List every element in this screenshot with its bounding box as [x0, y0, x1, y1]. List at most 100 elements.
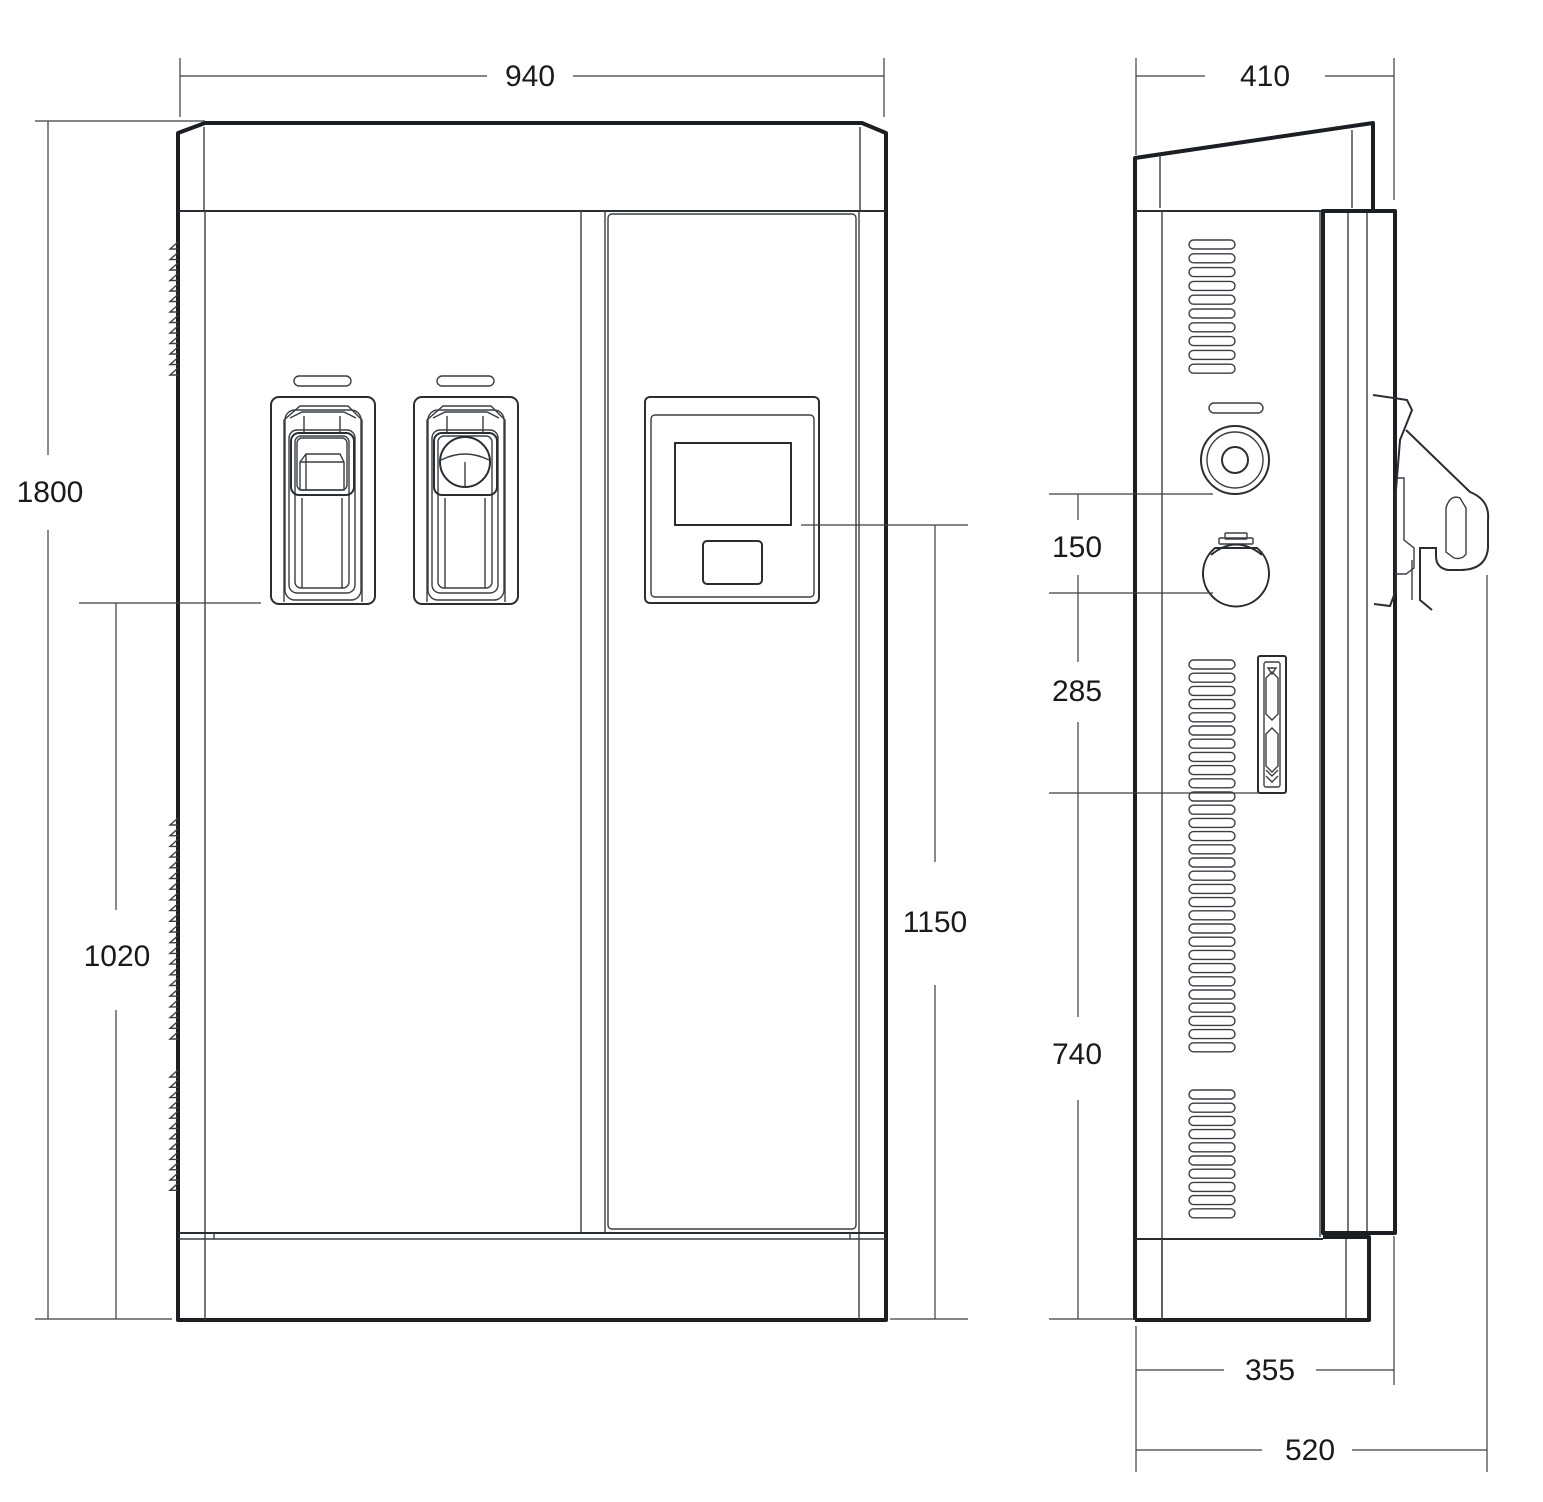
vent-louvre	[168, 838, 179, 848]
front-view: 940 1800 1020 1150	[17, 58, 968, 1322]
vent-louvre	[168, 293, 179, 303]
dimension-screen-height: 1150	[801, 524, 968, 1320]
vent-slot	[1188, 976, 1236, 987]
vent-slot	[1188, 830, 1236, 842]
vent-slot	[1188, 349, 1236, 361]
vent-slot	[1188, 1028, 1236, 1040]
vent-slot	[1188, 685, 1236, 697]
vent-louvre	[168, 892, 179, 901]
vent-slot	[1188, 857, 1236, 868]
vent-louvre	[168, 956, 179, 965]
vent-louvre	[168, 870, 179, 880]
vent-slot	[1188, 883, 1236, 895]
dimension-label-285: 285	[1052, 675, 1102, 708]
vent-louvre	[168, 1162, 179, 1171]
vent-louvre	[168, 272, 179, 282]
vent-slot	[1188, 698, 1236, 710]
connector-2-led	[436, 375, 495, 387]
vent-louvre	[168, 967, 179, 976]
right-door-panel	[607, 213, 857, 1230]
vent-louvre	[168, 1141, 179, 1150]
vent-slot	[1188, 1181, 1236, 1193]
vent-louvre	[168, 1182, 179, 1191]
vent-slot	[1188, 791, 1236, 802]
vent-slot	[1188, 1042, 1236, 1053]
vent-louvre	[168, 1079, 179, 1088]
dimension-label-150: 150	[1052, 531, 1102, 564]
side-housing-outline	[1133, 121, 1375, 1320]
vent-louvre	[168, 1090, 179, 1099]
side-vent-slots-middle	[1188, 659, 1236, 1053]
vent-louvre	[168, 304, 179, 313]
vent-louvre	[168, 1151, 179, 1161]
vent-slot	[1188, 1102, 1236, 1113]
dimension-total-height: 1800	[17, 120, 205, 1320]
vent-slot	[1188, 844, 1236, 855]
vent-slot	[1188, 363, 1236, 374]
vent-slot	[1188, 817, 1236, 829]
dimension-front-width: 940	[179, 58, 885, 117]
connector-1-led	[293, 375, 352, 387]
vent-slot	[1188, 266, 1236, 278]
vent-louvre	[168, 314, 179, 324]
vent-slot	[1188, 1194, 1236, 1206]
vent-slot	[1188, 672, 1236, 683]
vent-louvre	[168, 335, 179, 345]
vent-louvre	[168, 367, 179, 376]
side-socket-ring	[1200, 425, 1270, 495]
vent-slot	[1188, 910, 1236, 921]
vent-louvre	[168, 860, 179, 869]
dimension-side-depth-top: 410	[1135, 58, 1395, 200]
charging-connector-2	[413, 375, 519, 605]
dimension-side-depth-total: 520	[1136, 575, 1488, 1472]
side-vent-slots-bottom	[1188, 1089, 1236, 1219]
dimension-label-1150: 1150	[903, 906, 968, 939]
front-vent-louvres-upper	[168, 241, 179, 376]
vent-slot	[1188, 308, 1236, 319]
vent-louvre	[168, 828, 179, 837]
left-door	[580, 211, 606, 1233]
dimension-label-355: 355	[1245, 1354, 1295, 1387]
vent-louvre	[168, 988, 179, 997]
vent-louvre	[168, 1172, 179, 1181]
vent-slot	[1188, 725, 1236, 736]
vent-slot	[1188, 962, 1236, 974]
vent-slot	[1188, 280, 1236, 292]
vent-slot	[1188, 1015, 1236, 1027]
side-indicator-strip	[1257, 655, 1287, 794]
vent-slot	[1188, 1208, 1236, 1219]
vent-slot	[1188, 1142, 1236, 1153]
front-vent-louvres-lower-a	[168, 817, 179, 1040]
vent-slot	[1188, 239, 1236, 250]
vent-slot	[1188, 751, 1236, 763]
vent-slot	[1188, 923, 1236, 934]
vent-slot	[1188, 1115, 1236, 1127]
vent-slot	[1188, 989, 1236, 1000]
vent-louvre	[168, 817, 179, 826]
side-view: 410 150 285 740 355	[1049, 58, 1490, 1472]
vent-slot	[1188, 738, 1236, 749]
vent-louvre	[168, 913, 179, 922]
vent-louvre	[168, 241, 179, 250]
vent-louvre	[168, 999, 179, 1008]
vent-louvre	[168, 1020, 179, 1029]
vent-louvre	[168, 1031, 179, 1040]
vent-louvre	[168, 1131, 179, 1140]
dimension-label-410: 410	[1240, 60, 1290, 93]
vent-louvre	[168, 356, 179, 366]
dimension-connector-height: 1020	[79, 602, 261, 1319]
vent-slot	[1188, 764, 1236, 776]
front-housing-outline	[176, 121, 888, 1322]
charging-connector-1	[270, 375, 376, 605]
side-cable-holder	[1372, 394, 1490, 611]
vent-slot	[1188, 870, 1236, 881]
vent-louvre	[168, 251, 179, 261]
vent-slot	[1188, 659, 1236, 670]
dimension-label-940: 940	[505, 60, 555, 93]
side-door-panel	[1321, 209, 1397, 1235]
vent-louvre	[168, 935, 179, 944]
vent-slot	[1188, 804, 1236, 815]
vent-louvre	[168, 346, 179, 355]
vent-louvre	[168, 1120, 179, 1130]
card-reader	[702, 540, 763, 585]
